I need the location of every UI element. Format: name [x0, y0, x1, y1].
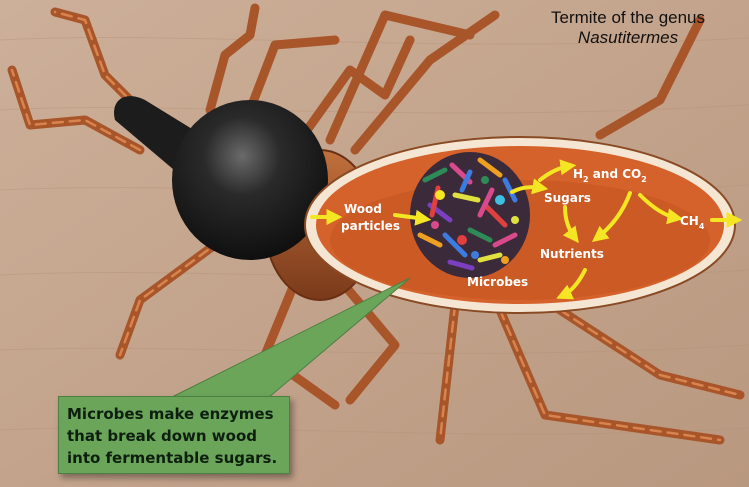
callout-line-3: into fermentable sugars. — [67, 447, 281, 469]
label-particles: particles — [341, 219, 400, 233]
callout-line-1: Microbes make enzymes — [67, 403, 281, 425]
termite-head — [172, 100, 328, 260]
label-nutrients: Nutrients — [540, 247, 604, 261]
label-ch: CH — [680, 214, 699, 228]
label-wood: Wood — [344, 202, 382, 216]
label-h: H — [573, 167, 583, 181]
label-sugars: Sugars — [544, 191, 591, 205]
enzyme-callout: Microbes make enzymes that break down wo… — [58, 396, 290, 474]
label-microbes: Microbes — [467, 275, 528, 289]
label-co2-sub: 2 — [641, 175, 647, 184]
microbe-cluster — [410, 152, 530, 278]
diagram-title: Termite of the genus Nasutitermes — [513, 8, 743, 48]
label-and-co: and CO — [589, 167, 642, 181]
label-ch4-sub: 4 — [699, 222, 705, 231]
title-line-1: Termite of the genus — [513, 8, 743, 28]
title-line-2-genus: Nasutitermes — [513, 28, 743, 48]
callout-line-2: that break down wood — [67, 425, 281, 447]
